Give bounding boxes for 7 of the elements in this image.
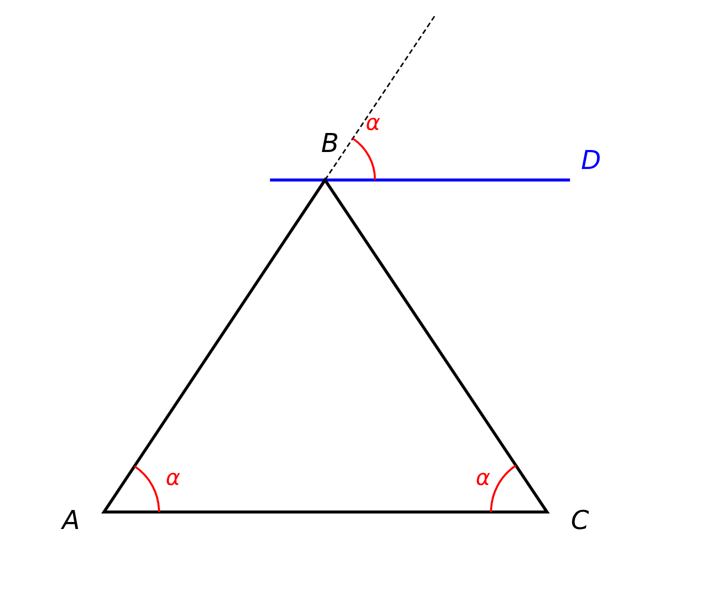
angle-label: α — [366, 113, 380, 135]
point-label: B — [321, 131, 339, 157]
angle-label: α — [476, 468, 490, 490]
point-label: D — [580, 148, 602, 174]
point-label: C — [570, 508, 590, 534]
angle-label: α — [166, 468, 180, 490]
point-label: A — [62, 508, 80, 534]
